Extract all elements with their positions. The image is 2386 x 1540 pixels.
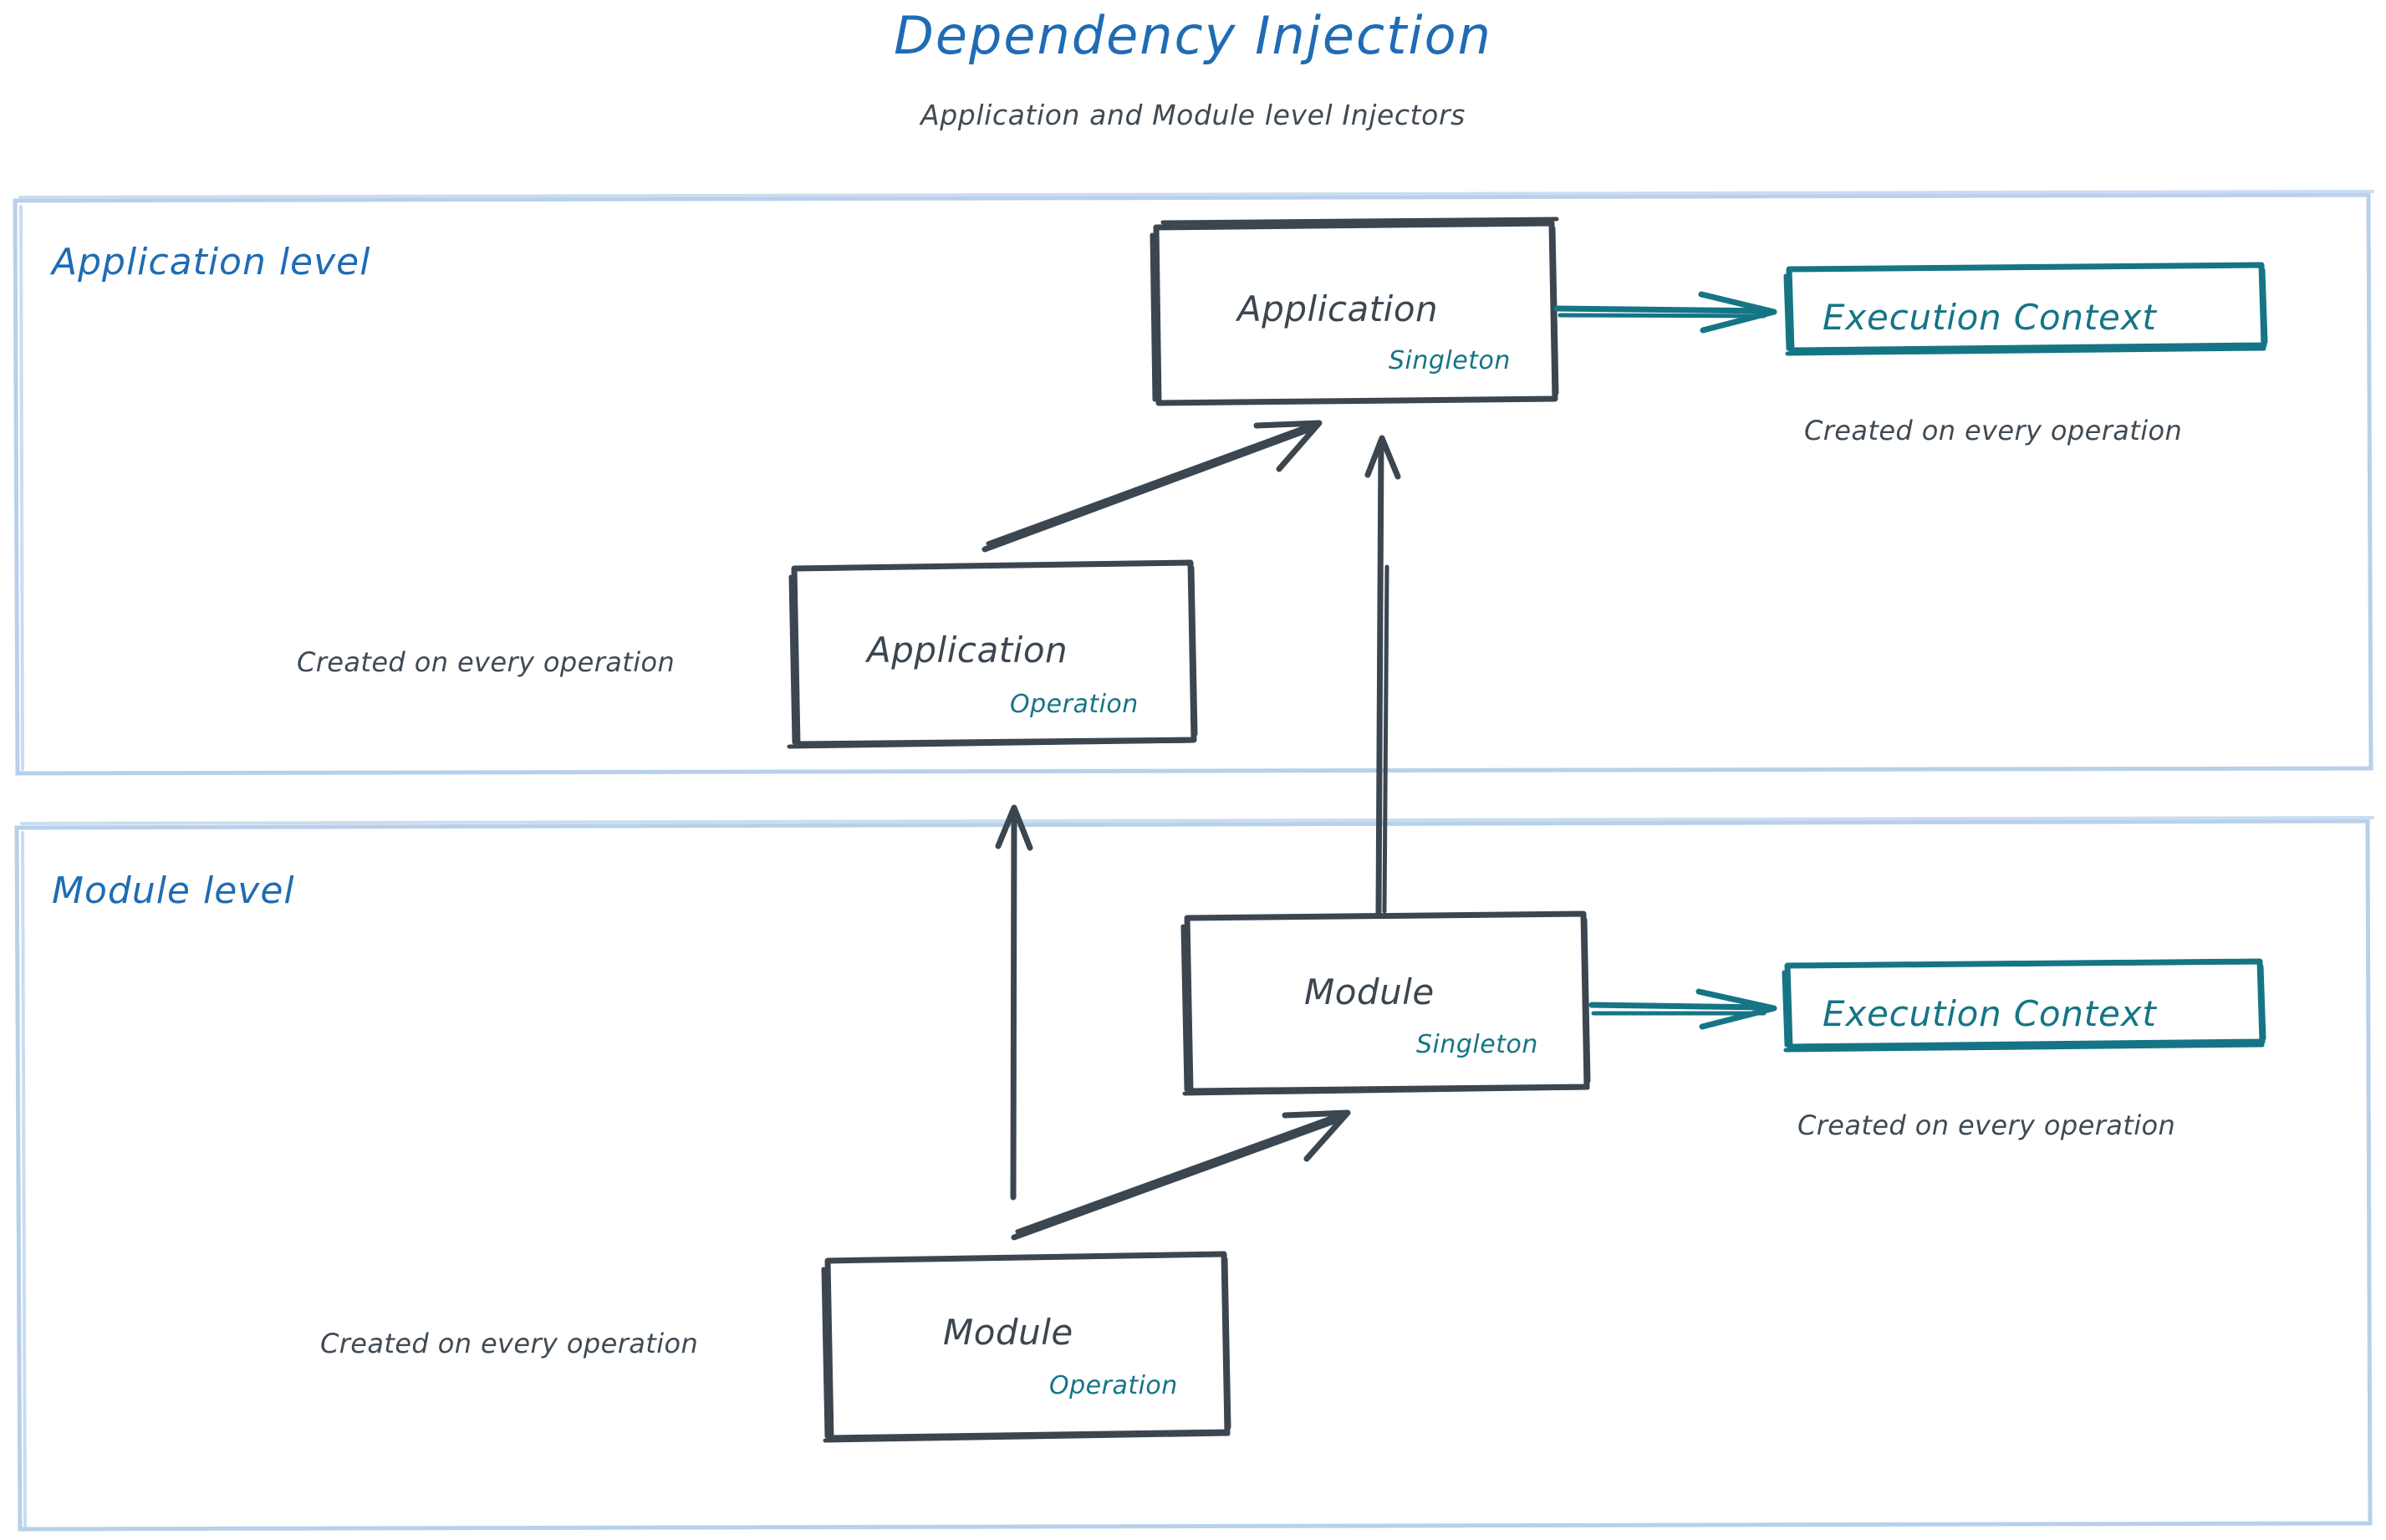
node-scope-module-operation: Operation xyxy=(1049,1371,1178,1400)
node-module-singleton[interactable] xyxy=(1182,913,1590,1095)
node-execution-context-application[interactable] xyxy=(1784,264,2267,354)
edge-mod-operation-to-app-operation xyxy=(995,804,1033,1201)
node-label-execution-context-application: Execution Context xyxy=(1823,297,2157,338)
edge-mod-operation-to-mod-singleton xyxy=(1011,1109,1351,1241)
node-label-application-operation: Application xyxy=(867,630,1068,671)
node-label-execution-context-module: Execution Context xyxy=(1823,993,2157,1034)
edge-mod-singleton-to-execution-context xyxy=(1588,988,1777,1030)
note-application-operation: Created on every operation xyxy=(297,646,676,678)
node-scope-application-singleton: Singleton xyxy=(1389,346,1511,375)
page-subtitle: Application and Module level Injectors xyxy=(920,99,1466,131)
note-module-operation: Created on every operation xyxy=(320,1328,699,1359)
edge-mod-singleton-to-app-singleton xyxy=(1364,435,1401,916)
node-scope-application-operation: Operation xyxy=(1010,690,1139,719)
node-application-operation[interactable] xyxy=(789,562,1197,747)
note-execution-context-module: Created on every operation xyxy=(1797,1109,2176,1141)
node-application-singleton[interactable] xyxy=(1154,223,1557,404)
edge-app-operation-to-app-singleton xyxy=(981,420,1323,553)
note-execution-context-application: Created on every operation xyxy=(1804,415,2183,446)
page-title: Dependency Injection xyxy=(894,5,1492,66)
lane-label-module-level: Module level xyxy=(52,869,295,912)
node-scope-module-singleton: Singleton xyxy=(1416,1030,1538,1059)
node-execution-context-module[interactable] xyxy=(1782,961,2266,1051)
node-label-module-singleton: Module xyxy=(1304,971,1435,1012)
node-label-module-operation: Module xyxy=(943,1312,1073,1353)
edge-app-singleton-to-execution-context xyxy=(1553,291,1777,334)
lane-label-application-level: Application level xyxy=(52,241,371,283)
node-label-application-singleton: Application xyxy=(1237,288,1439,329)
node-module-operation[interactable] xyxy=(823,1252,1231,1441)
